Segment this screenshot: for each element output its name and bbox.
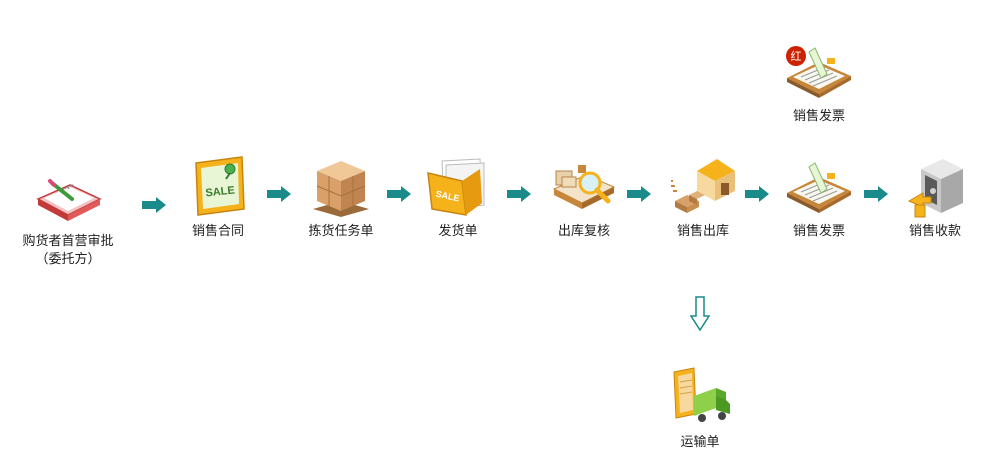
node-label: 发货单 [438,224,478,239]
sale-board-icon: SALE [195,156,245,216]
node-sales-receipt[interactable]: 销售收款 [880,155,990,241]
flow-arrow [745,186,769,202]
flow-arrow [387,186,411,202]
red-invoice-icon: 红 [786,46,851,98]
sale-folder-icon: SALE [427,158,485,216]
cargo-boxes-icon [313,161,369,217]
flow-arrow [627,186,651,202]
magnifier-review-icon [552,165,616,209]
flow-arrow [507,186,531,202]
node-label: 拣货任务单 [308,224,374,239]
node-sales-outbound[interactable]: 销售出库 [648,155,758,241]
down-arrow-icon [690,296,710,332]
node-label: 销售出库 [676,224,729,239]
node-label: 运输单 [680,435,720,450]
notebook-pen-icon [36,179,102,221]
flow-arrow [142,197,166,213]
node-sales-contract[interactable]: SALE 销售合同 [163,155,273,241]
flow-arrow [864,186,888,202]
invoice-clipboard-icon [787,162,851,213]
node-sales-invoice[interactable]: 销售发票 [764,155,874,241]
node-purchaser-approval[interactable]: 购货者首营审批 （委托方） [13,165,123,269]
node-sublabel: （委托方） [35,252,101,267]
node-label: 销售发票 [792,109,845,124]
node-label: 出库复核 [557,224,610,239]
node-label: 销售收款 [908,224,961,239]
node-transport[interactable]: 运输单 [645,366,755,452]
node-red-invoice[interactable]: 红 销售发票 [764,40,874,126]
sale-text: SALE [205,184,235,199]
node-label: 销售合同 [191,224,244,239]
node-label: 销售发票 [792,224,845,239]
node-label: 购货者首营审批 [22,234,114,249]
sale-text: SALE [435,189,461,204]
node-delivery-note[interactable]: SALE 发货单 [403,155,513,241]
flow-arrow [267,186,291,202]
node-outbound-review[interactable]: 出库复核 [529,155,639,241]
warehouse-outbound-icon [671,159,735,213]
delivery-truck-icon [673,367,730,422]
node-picking-task[interactable]: 拣货任务单 [286,155,396,241]
safe-receipt-icon [907,159,963,218]
red-badge-text: 红 [791,50,802,63]
